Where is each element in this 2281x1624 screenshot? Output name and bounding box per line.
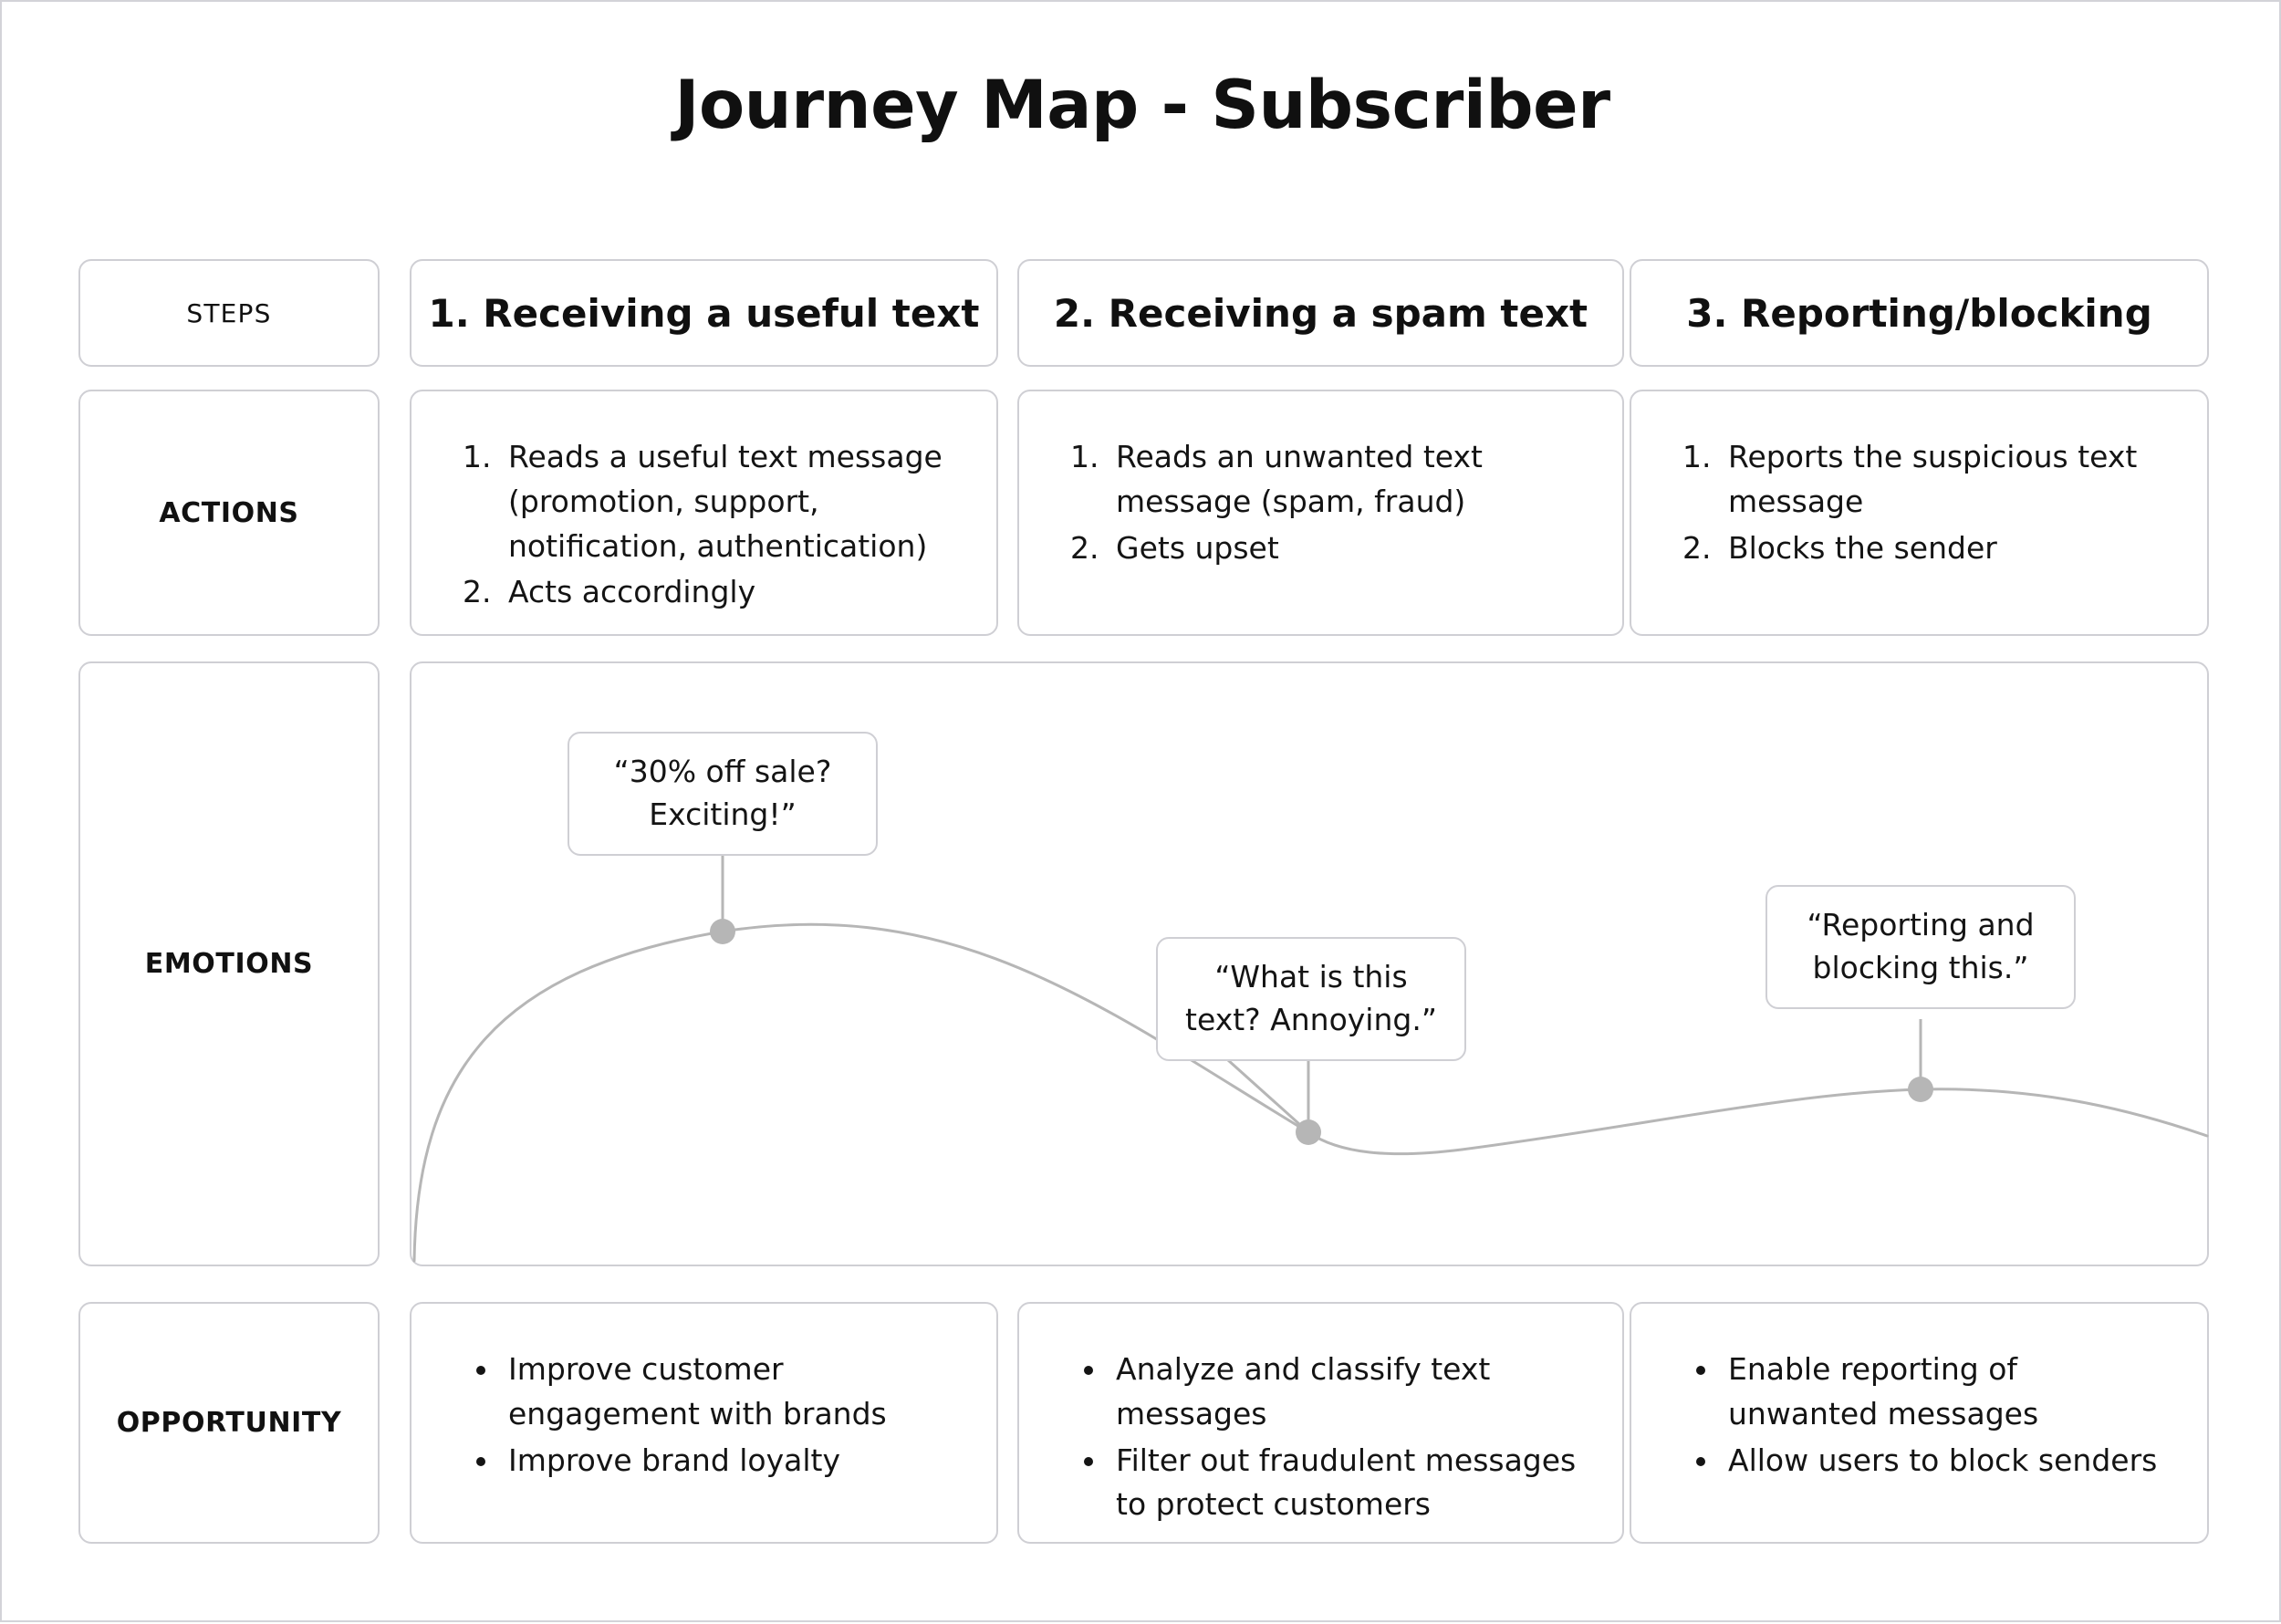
step-header-2-text: 2. Receiving a spam text	[1053, 290, 1588, 336]
row-label-actions: ACTIONS	[78, 390, 380, 636]
actions-list-2: Reads an unwanted text message (spam, fr…	[1056, 435, 1586, 570]
list-item: Improve brand loyalty	[501, 1439, 960, 1483]
emotion-bubble-2[interactable]: “What is this text? Annoying.”	[1156, 937, 1466, 1061]
step-header-1[interactable]: 1. Receiving a useful text	[410, 259, 998, 367]
list-item: Filter out fraudulent messages to protec…	[1109, 1439, 1586, 1528]
list-item: Reads a useful text message (promotion, …	[501, 435, 960, 568]
list-item: Acts accordingly	[501, 570, 960, 615]
row-label-steps-text: STEPS	[186, 297, 272, 328]
list-item: Reports the suspicious text message	[1721, 435, 2171, 525]
opportunity-card-1: Improve customer engagement with brands …	[410, 1302, 998, 1544]
step-header-2[interactable]: 2. Receiving a spam text	[1017, 259, 1624, 367]
row-label-steps: STEPS	[78, 259, 380, 367]
list-item: Improve customer engagement with brands	[501, 1348, 960, 1437]
row-label-emotions: EMOTIONS	[78, 661, 380, 1266]
list-item: Enable reporting of unwanted messages	[1721, 1348, 2171, 1437]
row-label-opportunity: OPPORTUNITY	[78, 1302, 380, 1544]
list-item: Blocks the sender	[1721, 526, 2171, 571]
emotion-dot-3[interactable]	[1908, 1077, 1933, 1102]
step-header-3-text: 3. Reporting/blocking	[1686, 290, 2152, 336]
opportunity-card-2: Analyze and classify text messages Filte…	[1017, 1302, 1624, 1544]
row-label-actions-text: ACTIONS	[159, 496, 299, 529]
list-item: Analyze and classify text messages	[1109, 1348, 1586, 1437]
opportunity-list-1: Improve customer engagement with brands …	[448, 1348, 960, 1483]
emotion-bubble-3-text: “Reporting and blocking this.”	[1807, 907, 2035, 985]
emotion-dot-2[interactable]	[1296, 1119, 1321, 1145]
row-label-emotions-text: EMOTIONS	[144, 948, 314, 980]
actions-card-1: Reads a useful text message (promotion, …	[410, 390, 998, 636]
actions-list-1: Reads a useful text message (promotion, …	[448, 435, 960, 615]
opportunity-card-3: Enable reporting of unwanted messages Al…	[1630, 1302, 2209, 1544]
emotion-bubble-1[interactable]: “30% off sale? Exciting!”	[568, 732, 878, 856]
emotion-bubble-3[interactable]: “Reporting and blocking this.”	[1765, 885, 2076, 1009]
list-item: Gets upset	[1109, 526, 1586, 571]
emotion-dot-1[interactable]	[710, 919, 735, 944]
step-header-3[interactable]: 3. Reporting/blocking	[1630, 259, 2209, 367]
emotion-bubble-1-text: “30% off sale? Exciting!”	[613, 754, 832, 832]
emotion-bubble-2-text: “What is this text? Annoying.”	[1185, 959, 1437, 1037]
step-header-1-text: 1. Receiving a useful text	[428, 290, 980, 336]
opportunity-list-3: Enable reporting of unwanted messages Al…	[1668, 1348, 2171, 1483]
opportunity-list-2: Analyze and classify text messages Filte…	[1056, 1348, 1586, 1527]
actions-card-2: Reads an unwanted text message (spam, fr…	[1017, 390, 1624, 636]
list-item: Allow users to block senders	[1721, 1439, 2171, 1483]
row-label-opportunity-text: OPPORTUNITY	[116, 1407, 342, 1439]
page-title: Journey Map - Subscriber	[674, 67, 1610, 144]
actions-card-3: Reports the suspicious text message Bloc…	[1630, 390, 2209, 636]
list-item: Reads an unwanted text message (spam, fr…	[1109, 435, 1586, 525]
actions-list-3: Reports the suspicious text message Bloc…	[1668, 435, 2171, 570]
